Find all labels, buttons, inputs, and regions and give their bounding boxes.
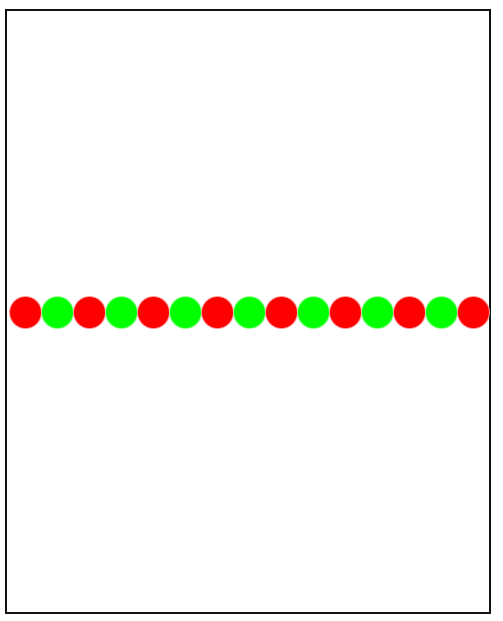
bead-green	[169, 296, 202, 329]
bead-red	[137, 296, 170, 329]
bead-red	[201, 296, 234, 329]
bead-row	[7, 296, 490, 330]
canvas-frame	[5, 9, 491, 614]
bead-red	[265, 296, 298, 329]
bead-green	[105, 296, 138, 329]
bead-green	[297, 296, 330, 329]
bead-green	[425, 296, 458, 329]
bead-red	[73, 296, 106, 329]
bead-red	[393, 296, 426, 329]
bead-red	[329, 296, 362, 329]
bead-red	[457, 296, 490, 329]
bead-green	[233, 296, 266, 329]
bead-green	[361, 296, 394, 329]
bead-green	[41, 296, 74, 329]
bead-red	[9, 296, 42, 329]
